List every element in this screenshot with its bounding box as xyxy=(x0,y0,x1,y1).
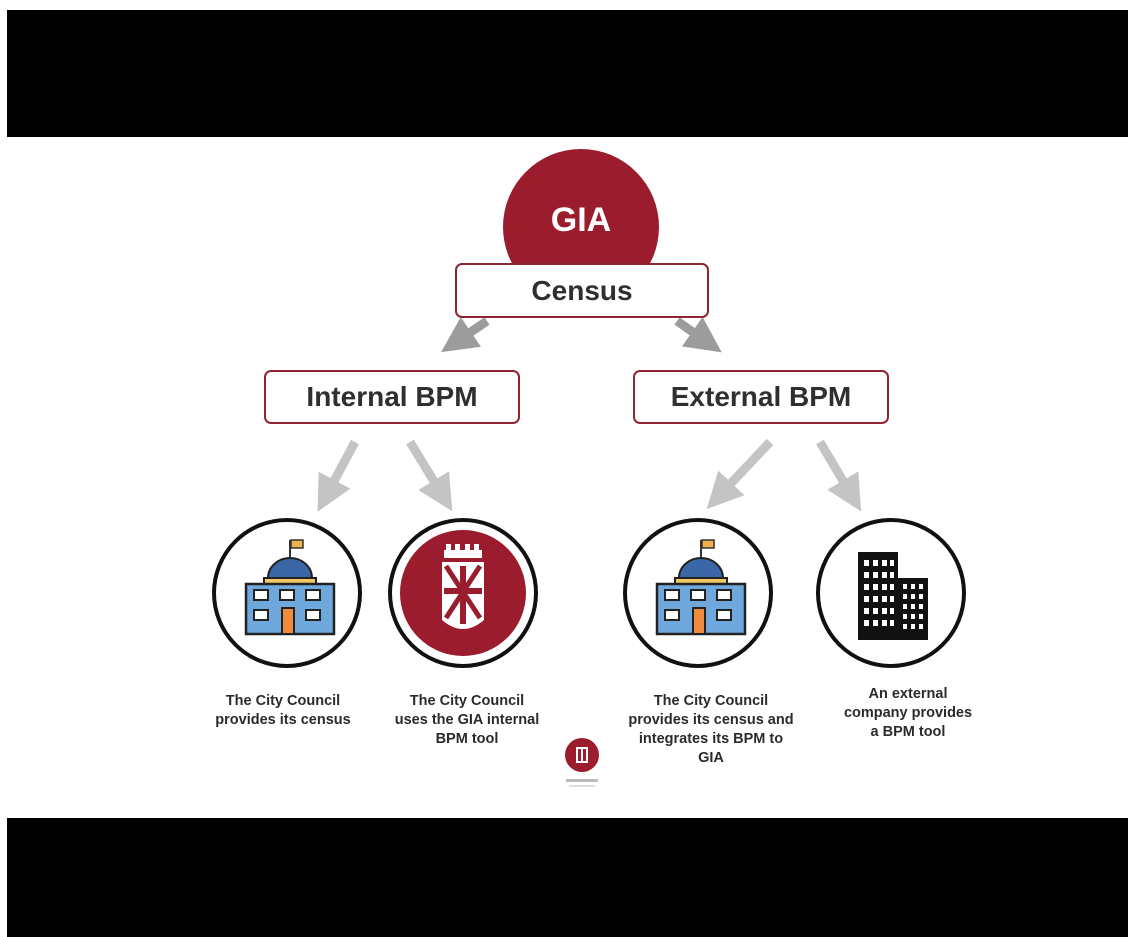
leaf-4-caption: An external company provides a BPM tool xyxy=(843,686,973,740)
leaf-1-caption: The City Council provides its census xyxy=(215,693,351,728)
office-buildings-icon xyxy=(858,552,928,640)
gia-label: GIA xyxy=(550,201,612,239)
ajuntament-logo xyxy=(565,738,599,787)
leaf-3-caption: The City Council provides its census and… xyxy=(628,693,794,766)
leaf-2-circle xyxy=(388,518,538,668)
leaf-3-circle xyxy=(623,518,773,668)
internal-bpm-node: Internal BPM xyxy=(264,370,520,424)
leaf-1-circle xyxy=(212,518,362,668)
letterbox-top xyxy=(7,10,1128,137)
external-bpm-node: External BPM xyxy=(633,370,889,424)
arrow-internal-to-leaf2 xyxy=(406,439,453,512)
leaf-4-circle xyxy=(816,518,966,668)
census-node: Census xyxy=(455,263,709,318)
barcelona-coat-of-arms-icon xyxy=(400,530,526,656)
arrow-census-to-external xyxy=(674,316,722,353)
letterbox-bottom xyxy=(7,818,1128,937)
city-hall-icon xyxy=(655,539,747,636)
arrow-external-to-leaf4 xyxy=(816,439,862,512)
arrow-external-to-leaf3 xyxy=(706,438,774,510)
arrow-internal-to-leaf1 xyxy=(317,439,359,512)
city-hall-icon xyxy=(244,539,336,636)
arrow-census-to-internal xyxy=(441,317,490,353)
leaf-2-caption: The City Council uses the GIA internal B… xyxy=(394,693,540,747)
